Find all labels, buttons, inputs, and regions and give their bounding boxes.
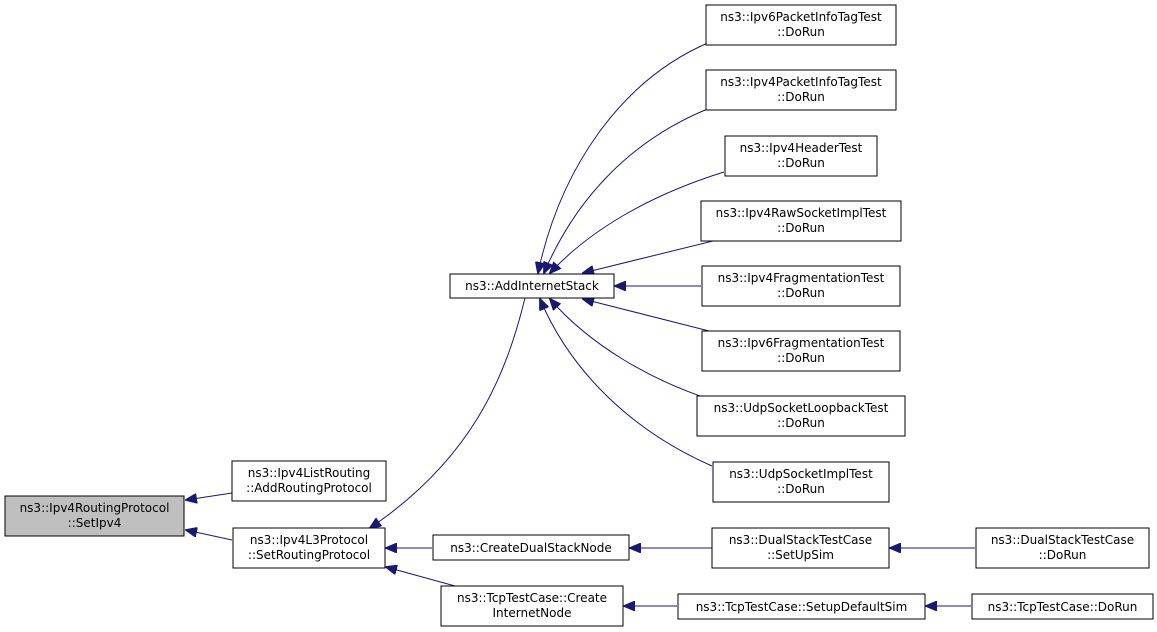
node-addinternetstack[interactable]: ns3::AddInternetStack xyxy=(449,273,615,299)
node-label-line: ns3::TcpTestCase::Create xyxy=(457,591,607,605)
edge-udpsocketloopback-to-addinternetstack xyxy=(550,299,713,401)
node-ipv4packetinfotagtest[interactable]: ns3::Ipv4PacketInfoTagTest ::DoRun xyxy=(705,69,897,111)
node-label-line: ::DoRun xyxy=(777,286,825,300)
node-label-line: ns3::Ipv6PacketInfoTagTest xyxy=(720,10,882,24)
node-ipv4listrouting[interactable]: ns3::Ipv4ListRouting ::AddRoutingProtoco… xyxy=(231,460,387,502)
node-udpsocketimpltest[interactable]: ns3::UdpSocketImplTest ::DoRun xyxy=(712,461,890,503)
node-label-line: ::DoRun xyxy=(777,416,825,430)
node-label-line: ::DoRun xyxy=(777,90,825,104)
edge-ipv4l3protocol-to-setipv4 xyxy=(186,530,233,541)
node-label-line: ::DoRun xyxy=(777,156,825,170)
node-label-line: ns3::Ipv4RoutingProtocol xyxy=(20,501,170,515)
node-label-line: ns3::Ipv6FragmentationTest xyxy=(718,336,885,350)
node-label-line: ns3::Ipv4HeaderTest xyxy=(740,141,863,155)
node-label-line: ::SetUpSim xyxy=(767,548,834,562)
node-label-line: ns3::UdpSocketImplTest xyxy=(729,467,873,481)
node-ipv6fragmentationtest[interactable]: ns3::Ipv6FragmentationTest ::DoRun xyxy=(701,330,901,372)
node-label-line: ::DoRun xyxy=(777,482,825,496)
node-label-line: ns3::TcpTestCase::SetupDefaultSim xyxy=(696,600,908,614)
node-label-line: ::AddRoutingProtocol xyxy=(246,481,372,495)
node-ipv4rawsocketimpltest[interactable]: ns3::Ipv4RawSocketImplTest ::DoRun xyxy=(700,200,902,242)
edge-addinternetstack-to-ipv4l3protocol xyxy=(370,297,526,528)
node-label-line: ::DoRun xyxy=(1039,548,1087,562)
node-ipv4l3protocol[interactable]: ns3::Ipv4L3Protocol ::SetRoutingProtocol xyxy=(232,527,386,569)
node-label-line: ns3::AddInternetStack xyxy=(465,279,599,293)
edge-ipv4rawsocket-to-addinternetstack xyxy=(583,239,718,273)
node-label-line: InternetNode xyxy=(493,606,572,620)
edge-ipv4headertest-to-addinternetstack xyxy=(550,171,725,273)
node-tcpsetupdefaultsim[interactable]: ns3::TcpTestCase::SetupDefaultSim xyxy=(677,593,926,620)
node-label-line: ns3::Ipv4L3Protocol xyxy=(250,533,368,547)
node-createdualstacknode[interactable]: ns3::CreateDualStackNode xyxy=(432,534,630,561)
node-dualstackdorun[interactable]: ns3::DualStackTestCase ::DoRun xyxy=(975,527,1150,569)
edge-ipv4listrouting-to-setipv4 xyxy=(186,492,233,500)
edge-ipv6packetinfo-to-addinternetstack xyxy=(538,41,711,273)
node-label-line: ns3::DualStackTestCase xyxy=(991,533,1134,547)
edge-ipv6fragmentation-to-addinternetstack xyxy=(583,299,718,334)
edge-tcpcreateinternetnode-to-ipv4l3protocol xyxy=(386,567,456,587)
node-label-line: ::SetRoutingProtocol xyxy=(248,548,370,562)
node-udpsocketloopbacktest[interactable]: ns3::UdpSocketLoopbackTest ::DoRun xyxy=(696,395,906,437)
node-label-line: ns3::DualStackTestCase xyxy=(729,533,872,547)
node-label-line: ns3::UdpSocketLoopbackTest xyxy=(714,401,889,415)
node-ipv4fragmentationtest[interactable]: ns3::Ipv4FragmentationTest ::DoRun xyxy=(701,265,901,307)
node-dualstacksetupsim[interactable]: ns3::DualStackTestCase ::SetUpSim xyxy=(711,527,890,569)
edge-ipv4packetinfo-to-addinternetstack xyxy=(544,107,711,273)
edges xyxy=(186,41,975,606)
node-setipv4[interactable]: ns3::Ipv4RoutingProtocol ::SetIpv4 xyxy=(4,495,185,537)
node-tcpcreateinternetnode[interactable]: ns3::TcpTestCase::Create InternetNode xyxy=(440,585,624,627)
node-label-line: ns3::CreateDualStackNode xyxy=(450,541,612,555)
node-label-line: ns3::Ipv4RawSocketImplTest xyxy=(716,206,887,220)
node-label-line: ns3::Ipv4PacketInfoTagTest xyxy=(720,75,882,89)
node-ipv6packetinfotagtest[interactable]: ns3::Ipv6PacketInfoTagTest ::DoRun xyxy=(705,4,897,46)
node-label-line: ::DoRun xyxy=(777,351,825,365)
node-label-line: ::DoRun xyxy=(777,25,825,39)
node-label-line: ns3::TcpTestCase::DoRun xyxy=(988,600,1138,614)
node-label-line: ::DoRun xyxy=(777,221,825,235)
node-label-line: ::SetIpv4 xyxy=(68,516,122,530)
edge-udpsocketimpl-to-addinternetstack xyxy=(540,299,713,467)
node-ipv4headertest[interactable]: ns3::Ipv4HeaderTest ::DoRun xyxy=(724,135,878,177)
node-label-line: ns3::Ipv4ListRouting xyxy=(248,466,370,480)
node-tcpdorun[interactable]: ns3::TcpTestCase::DoRun xyxy=(971,593,1154,620)
node-label-line: ns3::Ipv4FragmentationTest xyxy=(718,271,885,285)
